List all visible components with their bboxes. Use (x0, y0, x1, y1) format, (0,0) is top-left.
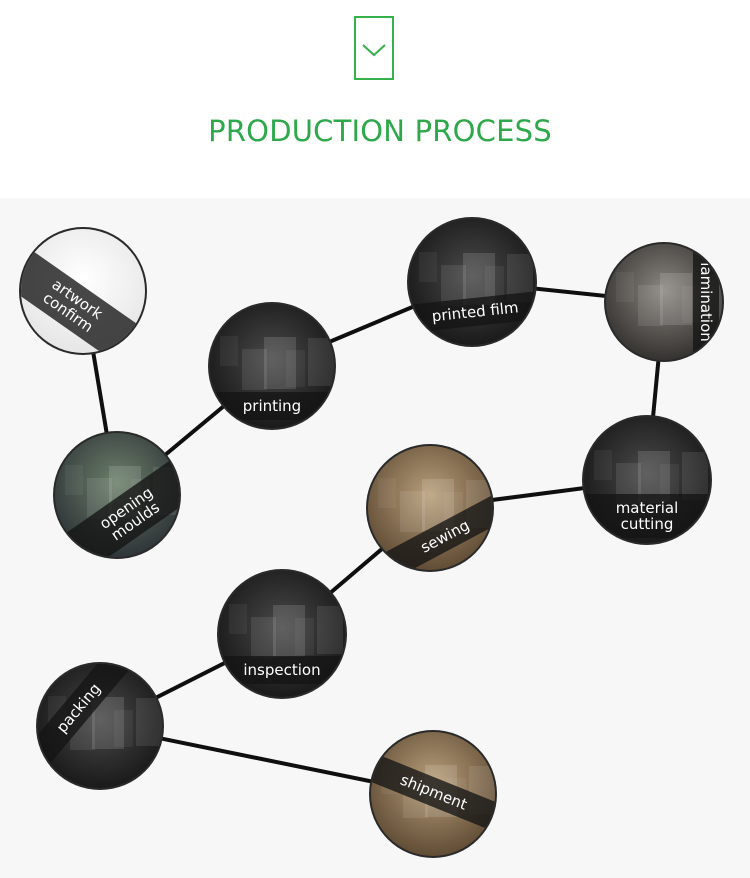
label-band (21, 246, 145, 353)
process-node-sewing: sewing (366, 444, 494, 572)
chevron-down-icon (354, 16, 394, 80)
label-band (59, 455, 179, 557)
page-title: PRODUCTION PROCESS (208, 114, 552, 148)
process-node-printing: printing (208, 302, 336, 430)
header-section (0, 0, 750, 198)
label-band (409, 290, 535, 334)
step-photo (38, 664, 162, 788)
process-node-packing: packing (36, 662, 164, 790)
process-node-inspection: inspection (217, 569, 347, 699)
label-band (219, 656, 345, 684)
step-label-printing: printing (243, 397, 301, 415)
process-node-printed-film: printed film (407, 217, 537, 347)
label-band (38, 664, 136, 773)
process-node-shipment: shipment (369, 730, 497, 858)
label-band (374, 490, 492, 570)
step-label-material-cutting-line-1: material (616, 499, 679, 517)
step-label-material-cutting-line-2: cutting (621, 515, 674, 533)
step-label-inspection: inspection (243, 661, 320, 679)
step-label-lamination: lamination (697, 262, 715, 342)
process-node-lamination: lamination (604, 242, 724, 362)
label-band (371, 752, 495, 833)
